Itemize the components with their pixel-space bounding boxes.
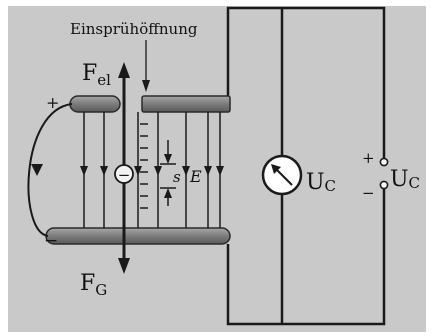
- circuit-wires: [226, 6, 386, 326]
- force-el-label: Fel: [82, 61, 111, 89]
- voltmeter-needle-head: [271, 164, 281, 174]
- bottom-plate: [45, 227, 231, 245]
- source-terminal-minus: [379, 180, 389, 190]
- opening-arrow-icon: [142, 80, 150, 92]
- force-el-arrow-icon: [118, 62, 130, 78]
- distance-label: s: [173, 168, 181, 186]
- source-plus-sign: +: [362, 149, 375, 167]
- voltmeter-label: UC: [306, 170, 336, 195]
- source-minus-sign: −: [362, 184, 375, 202]
- top-plate: [69, 95, 231, 113]
- opening-label: Einsprühöffnung: [70, 20, 198, 38]
- bottom-plate-minus-sign: −: [44, 231, 58, 251]
- oil-droplet: [114, 164, 134, 184]
- field-label: E: [189, 167, 202, 186]
- charge-marks: [140, 123, 148, 209]
- side-connector-wire: [27, 103, 73, 237]
- droplet-charge-sign: −: [118, 166, 131, 184]
- field-arrow-heads: [80, 166, 224, 176]
- top-plate-plus-sign: +: [46, 93, 59, 112]
- distance-indicator: [160, 140, 176, 206]
- background-panel: [8, 6, 426, 332]
- source-label: UC: [390, 167, 420, 192]
- side-wire-arrow-icon: [31, 164, 43, 176]
- force-g-arrow-icon: [118, 258, 130, 274]
- force-g-label: FG: [80, 271, 107, 299]
- source-terminal-plus: [379, 157, 389, 167]
